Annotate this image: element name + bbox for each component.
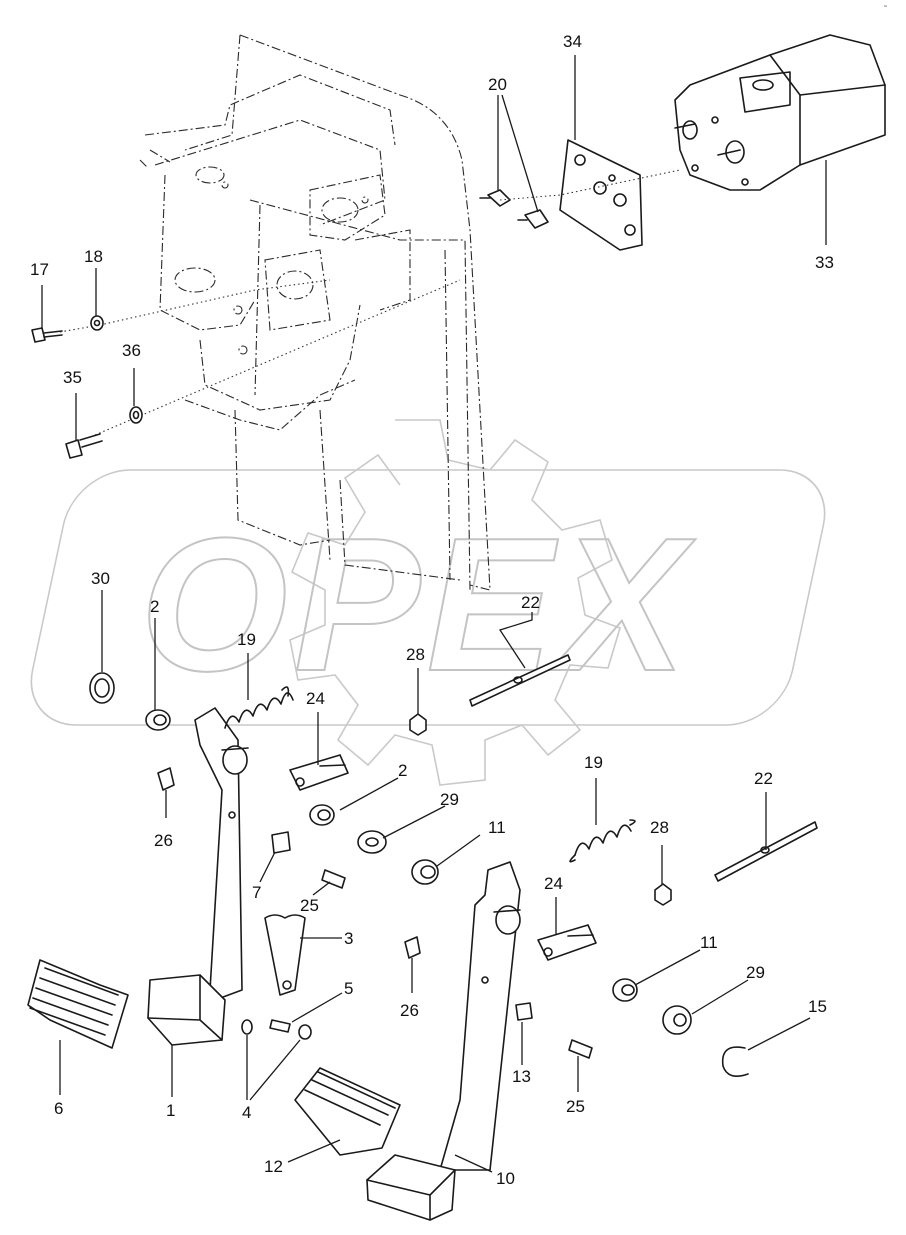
washers-4 [241,1019,312,1040]
callout-10: 10 [496,1169,515,1188]
clevis-24-lower [537,924,597,961]
bushing-13 [515,1002,533,1021]
callout-28-lower: 28 [650,818,669,837]
callout-20: 20 [488,75,507,94]
callout-29-upper: 29 [440,790,459,809]
bleeder-fittings [479,189,549,229]
rod-22-upper [469,654,571,707]
clip-26-lower [404,936,421,959]
callout-25-upper: 25 [300,896,319,915]
nut-28-lower [654,883,672,906]
callout-3: 3 [344,929,353,948]
nut-28-upper [409,713,427,736]
callouts: 34 20 33 17 18 36 35 30 2 19 22 28 24 2 … [30,32,834,1188]
callout-30: 30 [91,569,110,588]
callout-22-upper: 22 [521,593,540,612]
watermark-text: OPEX [140,499,696,711]
clevis-24-upper [289,754,349,791]
watermark: OPEX [30,419,826,786]
pedal-arm-1 [194,707,249,1001]
hydraulic-master-cylinder [674,34,886,191]
pedal-support-housing [139,34,491,591]
bushing-11-upper [411,859,439,885]
callout-5: 5 [344,979,353,998]
callout-15: 15 [808,997,827,1016]
callout-35: 35 [63,368,82,387]
callout-26-lower: 26 [400,1001,419,1020]
callout-26-upper: 26 [154,831,173,850]
rod-22-lower [714,821,818,882]
callout-7: 7 [252,883,261,902]
callout-24-upper: 24 [306,689,325,708]
spring-19-lower [569,819,636,863]
callout-13: 13 [512,1067,531,1086]
snap-ring-15 [721,1046,749,1077]
callout-29-lower: 29 [746,963,765,982]
callout-12: 12 [264,1157,283,1176]
callout-36: 36 [122,341,141,360]
pin-25-upper [321,869,346,889]
callout-28-upper: 28 [406,645,425,664]
callout-1: 1 [166,1101,175,1120]
bolt-35 [65,433,103,459]
pedal-rubber-6 [27,959,129,1049]
bushing-2-mid [309,804,335,826]
pedal-rubber-12 [294,1067,401,1156]
bushing-2-upper [145,709,171,731]
callout-11-upper: 11 [488,818,506,837]
pedal-arm-10 [439,861,521,1171]
corner-mark: ˜ [883,4,888,14]
callout-2-upper: 2 [150,597,159,616]
callout-25-lower: 25 [566,1097,585,1116]
washer-29-lower [662,1005,692,1035]
bolt-17 [31,327,63,343]
clip-26-upper [157,767,175,791]
bushing-7 [271,831,291,854]
spring-19-upper [224,686,294,729]
bushing-11-lower [612,978,638,1002]
callout-34: 34 [563,32,582,51]
callout-19-lower: 19 [584,753,603,772]
pedal-pad-1 [147,974,226,1046]
callout-11-lower: 11 [700,933,718,952]
nut-18 [90,315,104,331]
washer-30 [89,672,115,704]
pedal-pad-10 [366,1154,456,1221]
callout-17: 17 [30,260,49,279]
callout-6: 6 [54,1099,63,1118]
assembly-line-35 [94,279,461,436]
watermark-gear [289,419,621,786]
pin-25-lower [568,1039,593,1059]
callout-4: 4 [242,1103,251,1122]
gasket [559,139,643,251]
plate-3 [264,914,306,996]
washer-36 [129,406,143,424]
leader-lines [41,55,827,1173]
callout-24-lower: 24 [544,874,563,893]
pin-5 [269,1019,291,1033]
callout-33: 33 [815,253,834,272]
callout-19-upper: 19 [237,630,256,649]
callout-18: 18 [84,247,103,266]
callout-22-lower: 22 [754,769,773,788]
watermark-badge [30,469,826,726]
washer-29-upper [357,830,387,854]
callout-2-mid: 2 [398,761,407,780]
